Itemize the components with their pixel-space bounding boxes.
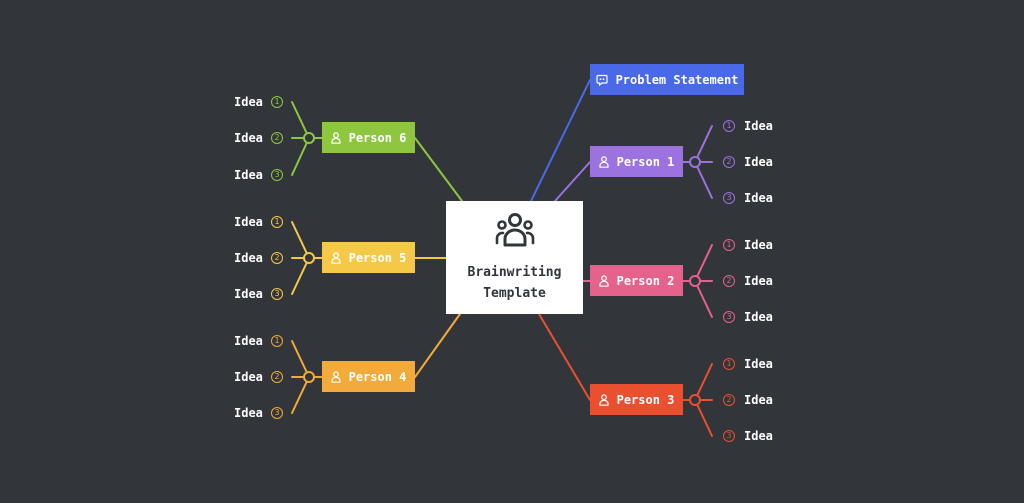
idea-label[interactable]: Idea <box>744 310 773 324</box>
idea-number-badge: 2 <box>723 275 735 287</box>
idea-number-badge: 1 <box>723 120 735 132</box>
central-title-line1: Brainwriting <box>467 264 562 280</box>
connector-line <box>694 244 713 282</box>
branch-junction <box>303 252 315 264</box>
branch-junction <box>303 132 315 144</box>
central-topic-title: Brainwriting Template <box>460 262 570 304</box>
idea-label[interactable]: Idea <box>234 131 263 145</box>
idea-label[interactable]: Idea <box>744 274 773 288</box>
central-title-line2: Template <box>483 285 546 301</box>
person-node-2[interactable]: Person 2 <box>590 265 683 296</box>
quote-bubble-icon <box>595 74 608 86</box>
central-topic[interactable]: Brainwriting Template <box>446 201 583 314</box>
idea-number-badge: 3 <box>271 288 283 300</box>
person-label: Person 5 <box>348 250 407 265</box>
connector-line <box>291 376 310 414</box>
idea-label[interactable]: Idea <box>744 429 773 443</box>
connector-line <box>694 280 713 318</box>
connector-line <box>291 137 310 176</box>
idea-number-badge: 1 <box>271 96 283 108</box>
person-label: Person 1 <box>616 154 675 169</box>
person-node-4[interactable]: Person 4 <box>322 361 415 392</box>
connector-line <box>291 340 310 378</box>
idea-number-badge: 3 <box>723 311 735 323</box>
person-node-5[interactable]: Person 5 <box>322 242 415 273</box>
idea-number-badge: 3 <box>271 407 283 419</box>
idea-number-badge: 2 <box>271 132 283 144</box>
branch-junction <box>689 156 701 168</box>
connector-line <box>291 221 310 259</box>
idea-label[interactable]: Idea <box>744 393 773 407</box>
person-icon <box>330 131 341 144</box>
idea-label[interactable]: Idea <box>234 168 263 182</box>
idea-label[interactable]: Idea <box>744 119 773 133</box>
idea-number-badge: 2 <box>271 371 283 383</box>
idea-number-badge: 1 <box>271 216 283 228</box>
idea-label[interactable]: Idea <box>234 334 263 348</box>
branch-junction <box>689 275 701 287</box>
person-icon <box>330 251 341 264</box>
idea-number-badge: 3 <box>271 169 283 181</box>
idea-label[interactable]: Idea <box>234 406 263 420</box>
person-label: Person 6 <box>348 130 407 145</box>
connector-line <box>530 79 591 202</box>
problem-statement-node[interactable]: Problem Statement <box>590 64 744 95</box>
idea-number-badge: 2 <box>723 156 735 168</box>
idea-label[interactable]: Idea <box>234 215 263 229</box>
idea-number-badge: 1 <box>723 239 735 251</box>
person-node-6[interactable]: Person 6 <box>322 122 415 153</box>
connector-line <box>694 363 713 401</box>
branch-junction <box>303 371 315 383</box>
person-label: Person 4 <box>348 369 407 384</box>
idea-number-badge: 1 <box>271 335 283 347</box>
idea-label[interactable]: Idea <box>744 357 773 371</box>
connector-line <box>694 125 713 163</box>
connector-line <box>554 161 591 202</box>
connector-line <box>414 313 461 378</box>
connector-line <box>291 101 310 139</box>
connector-line <box>694 161 713 199</box>
person-icon <box>330 370 341 383</box>
idea-number-badge: 2 <box>271 252 283 264</box>
connector-line <box>414 137 463 202</box>
person-label: Person 2 <box>616 273 675 288</box>
idea-label[interactable]: Idea <box>744 191 773 205</box>
person-label: Person 3 <box>616 392 675 407</box>
connector-line <box>291 257 310 295</box>
idea-label[interactable]: Idea <box>234 287 263 301</box>
idea-label[interactable]: Idea <box>234 251 263 265</box>
person-node-1[interactable]: Person 1 <box>590 146 683 177</box>
people-group-icon <box>495 212 535 252</box>
idea-number-badge: 2 <box>723 394 735 406</box>
connector-line <box>694 399 713 437</box>
idea-number-badge: 3 <box>723 192 735 204</box>
idea-label[interactable]: Idea <box>744 155 773 169</box>
person-icon <box>598 393 609 406</box>
person-icon <box>598 274 609 287</box>
connector-line <box>538 313 591 401</box>
person-node-3[interactable]: Person 3 <box>590 384 683 415</box>
branch-junction <box>689 394 701 406</box>
idea-label[interactable]: Idea <box>744 238 773 252</box>
problem-statement-label: Problem Statement <box>615 72 739 87</box>
person-icon <box>598 155 609 168</box>
idea-label[interactable]: Idea <box>234 95 263 109</box>
idea-number-badge: 3 <box>723 430 735 442</box>
idea-label[interactable]: Idea <box>234 370 263 384</box>
idea-number-badge: 1 <box>723 358 735 370</box>
